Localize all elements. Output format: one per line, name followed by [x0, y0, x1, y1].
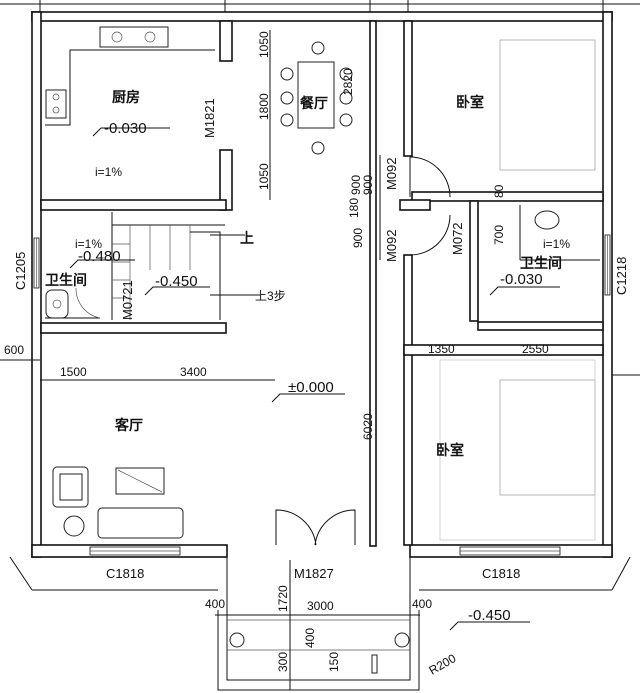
kitchen-counter [45, 26, 215, 126]
dim-1050-bottom: 1050 [257, 163, 271, 190]
room-label-bath-left: 卫生间 [45, 272, 87, 288]
dim-400-left: 400 [205, 597, 225, 611]
door-swings [275, 156, 451, 546]
dim-600: 600 [4, 343, 24, 357]
stair-up-label: 上 [240, 230, 254, 246]
window-bath-left: C1205 [13, 252, 28, 290]
dim-300: 300 [276, 652, 290, 672]
dim-2820: 2820 [341, 68, 355, 95]
door-bath-left: M0721 [120, 280, 135, 320]
windows [33, 234, 611, 556]
dim-900-a: 900 [349, 175, 363, 195]
dim-3400: 3400 [180, 365, 207, 379]
room-label-living: 客厅 [114, 417, 143, 433]
room-label-kitchen: 厨房 [112, 89, 140, 105]
level-stair-landing: -0.450 [155, 273, 198, 290]
slope-kitchen: i=1% [95, 165, 122, 179]
room-label-bath-right: 卫生间 [520, 255, 562, 271]
door-entrance: M1827 [294, 566, 334, 581]
level-bath-left: -0.480 [78, 248, 121, 265]
interior-walls [40, 20, 604, 547]
slope-bath-right: i=1% [543, 237, 570, 251]
level-markers [69, 127, 560, 631]
room-label-bedroom-bottom: 卧室 [436, 442, 464, 458]
level-living: ±0.000 [288, 379, 334, 396]
door-bedroom-top: M092 [384, 157, 399, 190]
dining-table [280, 41, 353, 155]
window-bedroom-bottom: C1818 [482, 566, 520, 581]
dim-400-bottom: 400 [303, 628, 317, 648]
entrance-porch [9, 556, 631, 691]
window-living: C1818 [106, 566, 144, 581]
dim-180: 180 [347, 198, 361, 218]
window-bath-right: C1218 [614, 257, 629, 295]
room-label-dining: 餐厅 [299, 95, 328, 111]
slope-bath-left: i=1% [75, 237, 102, 251]
top-dimension-line [0, 0, 640, 12]
level-kitchen: -0.030 [104, 120, 147, 137]
dim-700: 700 [492, 225, 506, 245]
dim-900-b: 900 [361, 175, 375, 195]
dim-1800: 1800 [257, 93, 271, 120]
dim-80: 80 [492, 184, 506, 198]
dimension-lines [0, 30, 640, 690]
dim-3000: 3000 [307, 599, 334, 613]
room-label-bedroom-top: 卧室 [456, 94, 484, 110]
dim-1350: 1350 [428, 342, 455, 356]
dim-400-right: 400 [412, 597, 432, 611]
door-bath-right: M072 [450, 222, 465, 255]
dim-900-c: 900 [351, 228, 365, 248]
stair-steps-label: 上3步 [255, 289, 286, 303]
level-bath-right: -0.030 [500, 271, 543, 288]
dim-150: 150 [327, 652, 341, 672]
staircase [111, 212, 260, 320]
dim-2550: 2550 [522, 342, 549, 356]
beds [439, 39, 596, 541]
level-outside: -0.450 [468, 607, 511, 624]
dim-6020: 6020 [361, 413, 375, 440]
bath-left-fixtures [45, 287, 101, 319]
bath-right-fixtures [519, 205, 600, 261]
dim-1720: 1720 [276, 585, 290, 612]
door-kitchen-opening: M1821 [202, 98, 217, 138]
door-bedroom-bottom: M092 [384, 229, 399, 262]
living-furniture [52, 466, 184, 539]
dim-1500: 1500 [60, 365, 87, 379]
dim-1050-top: 1050 [257, 31, 271, 58]
dim-r200: R200 [427, 651, 459, 678]
